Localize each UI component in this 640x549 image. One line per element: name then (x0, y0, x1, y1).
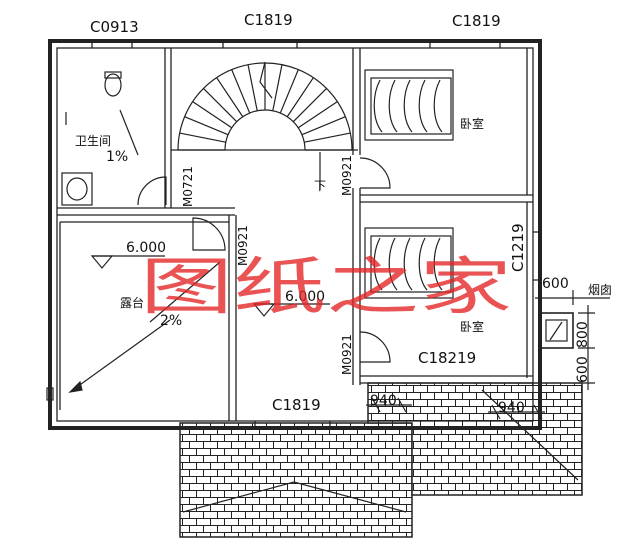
stair-tread (286, 77, 314, 118)
terrace-slope-arrow-bottom (69, 319, 171, 393)
roof-dim-left-label: 940 (370, 393, 397, 409)
partition-bath-bottom (57, 207, 235, 216)
terrace-drain (46, 387, 54, 401)
door-label-stair-left: M0721 (181, 166, 195, 207)
stair-tread (301, 116, 346, 136)
partition-stair-right (352, 48, 361, 385)
window-label-right: C1219 (509, 223, 527, 272)
door-label-bedroom-lower: M0921 (340, 334, 354, 375)
washbasin-icon (61, 172, 93, 206)
partition-bedroom-mid (360, 194, 533, 203)
window-label-bottom-middle: C1819 (272, 396, 321, 414)
door-swing-bath (137, 176, 167, 206)
window-mark-right (533, 231, 540, 281)
partition-bedroom-bottom (360, 375, 533, 384)
window-label-top-left: C0913 (90, 18, 139, 36)
chimney-dim-depth-2: 600 (575, 356, 591, 383)
stair-tread (292, 88, 327, 123)
door-swing-stair-right (359, 157, 391, 189)
door-swing-bedroom-lower (359, 331, 391, 363)
labels: C0913 C1819 C1819 C1219 C18219 C1819 M07… (75, 11, 612, 416)
roof-left (179, 422, 413, 538)
chimney-dim-depth-1: 800 (575, 321, 591, 348)
terrace-arrow-head (68, 380, 83, 393)
bed-icon-bottom (364, 227, 454, 299)
window-label-top-right: C1819 (452, 12, 501, 30)
spiral-stair (177, 61, 353, 151)
toilet-icon (104, 71, 122, 97)
room-label-bedroom-top: 卧室 (460, 116, 484, 131)
stair-tread (272, 64, 283, 111)
stair-tread (247, 64, 258, 111)
window-mark-top-middle (222, 41, 298, 48)
roof-dim-left-ticks (366, 397, 412, 413)
terrace-wall (59, 221, 229, 410)
window-label-top-middle: C1819 (244, 11, 293, 29)
level-label-terrace: 6.000 (126, 240, 166, 256)
stair-direction-label: 下 (314, 179, 326, 193)
stair-treads (178, 63, 352, 151)
door-swing-hall (192, 217, 226, 251)
stair-tread (231, 69, 251, 114)
door-label-stair-right: M0921 (340, 155, 354, 196)
window-mark-top-left (91, 41, 133, 48)
roof-dim-right-ticks (488, 404, 545, 420)
chimney (535, 290, 610, 390)
stair-tread (279, 69, 299, 114)
stair-tread (297, 101, 338, 129)
window-label-bedroom-bottom: C18219 (418, 349, 476, 367)
level-label-hall: 6.000 (285, 289, 325, 305)
doors (137, 152, 391, 363)
window-mark-bottom-middle (254, 421, 331, 428)
bath-slope-arrow (119, 109, 139, 156)
watermark: 图纸之家 (140, 250, 512, 323)
door-label-hall: M0921 (236, 225, 250, 266)
stair-tread (203, 88, 238, 123)
outer-wall-inner-line (56, 47, 534, 422)
stair-arrow-line (259, 61, 273, 99)
chimney-label: 烟囱 (588, 283, 612, 297)
window-marks (91, 41, 540, 428)
window-mark-top-right (429, 41, 501, 48)
outer-wall (48, 39, 542, 430)
bed-icon-top (364, 69, 454, 141)
terrace-slope-arrow-top (149, 261, 221, 323)
stair-tread (184, 116, 229, 136)
roof-ridge-right (481, 389, 579, 481)
stair-tread (192, 101, 233, 129)
partition-hall-left (228, 215, 237, 421)
roof-tiles (179, 382, 583, 538)
room-label-bedroom-bottom: 卧室 (460, 319, 484, 334)
partition-bath-stair (164, 48, 172, 208)
stair-tread (179, 132, 226, 143)
stair-tread (216, 77, 244, 118)
room-label-terrace: 露台 (120, 295, 144, 310)
roof-dim-right-label: 940 (498, 400, 525, 416)
terrace-slope-label: 2% (160, 313, 182, 329)
stair-inner-arc (224, 109, 306, 151)
walls (48, 39, 542, 430)
chimney-dim-width: 600 (542, 276, 569, 292)
roof-ridge-left (182, 481, 407, 513)
room-label-bathroom: 卫生间 (75, 134, 111, 148)
bathroom-slope-label: 1% (106, 149, 128, 165)
fixtures (46, 69, 610, 420)
level-marker-terrace (90, 255, 114, 269)
stair-tread (304, 132, 351, 143)
